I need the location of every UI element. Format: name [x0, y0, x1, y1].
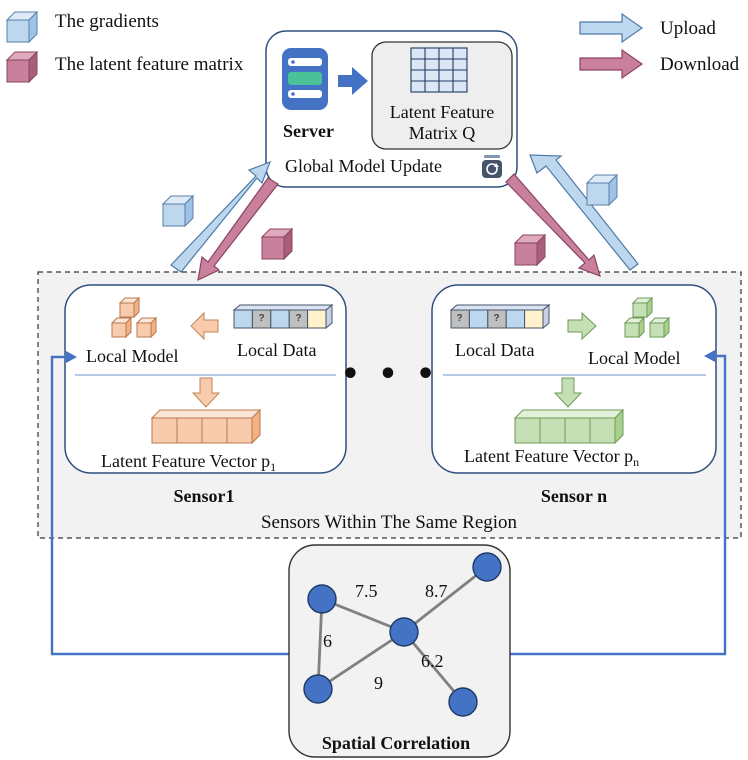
model-to-vector-arrow-n: [553, 377, 583, 408]
graph-node: [307, 584, 337, 614]
local-model-icon-n: [623, 296, 671, 339]
graph-edge-6-2: [402, 631, 465, 703]
matrix-box: [371, 41, 513, 150]
graph-node: [448, 687, 478, 717]
graph-edge-6: [316, 598, 324, 690]
server-icon: [282, 48, 328, 110]
edge-weight-label: 6.2: [421, 651, 444, 671]
graph-node: [472, 552, 502, 582]
spatial-correlation-title: Spatial Correlation: [321, 733, 471, 753]
graph-edge-8-7: [403, 565, 488, 634]
edge-weight-label: 6: [323, 631, 332, 651]
global-model-update-label: Global Model Update: [285, 156, 442, 176]
graph-edges: [316, 565, 488, 703]
server-to-matrix-arrow: [338, 67, 368, 95]
model-to-vector-arrow-1: [191, 377, 221, 408]
data-to-model-arrow-1: [190, 311, 219, 341]
sensors-ellipsis: • • •: [340, 357, 440, 392]
spatial-connector-right-head: [704, 350, 715, 362]
missing-value-mark: ?: [456, 313, 463, 324]
local-data-strip-1: [232, 303, 334, 330]
gradient-cube-icon: [5, 10, 39, 44]
legend-matrix-label: The latent feature matrix: [55, 54, 244, 75]
region-label: Sensors Within The Same Region: [260, 512, 518, 533]
sensorn-local-data-label: Local Data: [455, 340, 535, 360]
edge-weight-label: 9: [374, 673, 383, 693]
missing-value-mark: ?: [493, 313, 500, 324]
graph-edge-9: [317, 630, 405, 691]
server-label: Server: [283, 121, 334, 141]
sensorn-local-model-label: Local Model: [588, 348, 681, 368]
sensor1-vector-label: Latent Feature Vector p1: [101, 451, 277, 474]
gradient-cube-right: [585, 173, 619, 207]
latent-vector-n: [513, 408, 625, 445]
matrix-cube-left: [260, 227, 294, 261]
sensor1-local-model-label: Local Model: [86, 346, 179, 366]
download-legend-arrow: [579, 48, 644, 80]
matrix-cube-icon: [5, 50, 39, 84]
sensorn-vector-label: Latent Feature Vector pn: [464, 446, 640, 469]
matrix-label-line1: Latent Feature: [389, 102, 495, 122]
legend-gradients-label: The gradients: [55, 11, 159, 32]
legend-download-label: Download: [660, 54, 740, 75]
missing-value-mark: ?: [295, 313, 302, 324]
missing-value-mark: ?: [258, 313, 265, 324]
sync-icon: [482, 155, 502, 178]
download-arrow-right: [505, 173, 601, 277]
spatial-connector-left-head: [66, 351, 77, 363]
gradient-cube-left: [161, 194, 195, 228]
data-to-model-arrow-n: [567, 311, 597, 341]
latent-vector-1: [150, 408, 262, 445]
matrix-grid-icon: [410, 47, 468, 93]
graph-edge-7-5: [321, 597, 405, 634]
graph-node: [389, 617, 419, 647]
edge-weight-label: 7.5: [355, 581, 378, 601]
sensorn-name: Sensor n: [540, 486, 608, 506]
download-arrow-left: [197, 177, 279, 282]
matrix-cube-right: [513, 233, 547, 267]
edge-weight-label: 8.7: [425, 581, 448, 601]
upload-legend-arrow: [579, 12, 644, 44]
local-model-icon-1: [110, 296, 158, 339]
spatial-connector-right: [510, 354, 727, 656]
spatial-connector-left: [50, 355, 290, 656]
legend-upload-label: Upload: [660, 18, 716, 39]
sensor1-local-data-label: Local Data: [237, 340, 317, 360]
sensor1-name: Sensor1: [173, 486, 235, 506]
matrix-label-line2: Matrix Q: [408, 123, 476, 143]
graph-node: [303, 674, 333, 704]
local-data-strip-n: [449, 303, 551, 330]
upload-arrow-right: [529, 154, 639, 271]
upload-arrow-left: [170, 160, 272, 273]
